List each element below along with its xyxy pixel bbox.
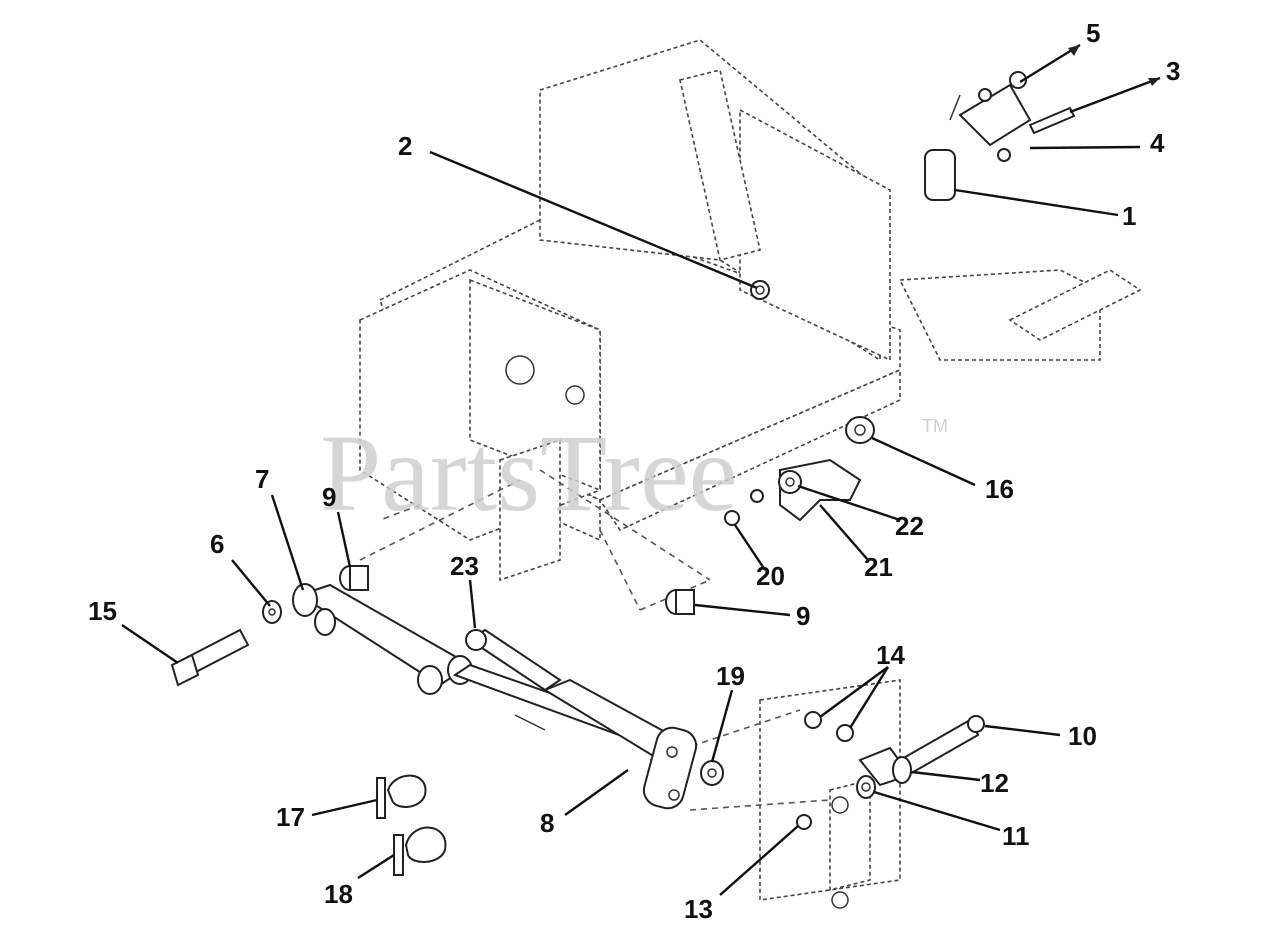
leader-18	[357, 853, 395, 880]
leader-10	[984, 724, 1061, 737]
screws-3-4-5	[997, 71, 1076, 162]
watermark-trademark: TM	[922, 416, 948, 436]
leader-20	[734, 524, 766, 571]
grease-fitting-23	[465, 628, 562, 692]
callout-22: 22	[895, 511, 924, 541]
hose-clamp-18	[393, 826, 447, 876]
callout-10: 10	[1068, 721, 1097, 751]
callout-9-upper: 9	[322, 482, 336, 512]
callout-2: 2	[398, 131, 412, 161]
callout-numbers: 1 2 3 4 5 6 7 8 9 9 10 11 12 13 14 15 16…	[88, 18, 1180, 924]
bushing-9-lower	[665, 589, 695, 615]
leader-1	[954, 188, 1119, 217]
callout-3: 3	[1166, 56, 1180, 86]
lock-washer-20	[724, 489, 764, 526]
callout-23: 23	[450, 551, 479, 581]
leader-12	[911, 770, 981, 782]
leader-9b	[694, 603, 791, 617]
hose-clamp-17	[376, 774, 427, 819]
leader-7	[270, 494, 305, 591]
callout-14: 14	[876, 640, 905, 670]
callout-17: 17	[276, 802, 305, 832]
callout-7: 7	[255, 464, 269, 494]
leader-4	[1029, 145, 1141, 150]
callout-12: 12	[980, 768, 1009, 798]
leader-2	[429, 150, 758, 290]
lock-nuts-14	[804, 711, 854, 742]
leader-13	[719, 825, 799, 896]
callout-1: 1	[1122, 201, 1136, 231]
leader-3	[1069, 76, 1161, 114]
callout-21: 21	[864, 552, 893, 582]
roller-16	[845, 416, 875, 444]
rod-end-nut-19	[700, 760, 724, 786]
callout-13: 13	[684, 894, 713, 924]
cylinder-rod	[452, 663, 698, 810]
washer-6	[262, 600, 282, 624]
callout-19: 19	[716, 661, 745, 691]
callout-9-lower: 9	[796, 601, 810, 631]
leader-11	[873, 790, 1001, 832]
callout-20: 20	[756, 561, 785, 591]
bushing-9-upper	[339, 565, 369, 591]
frame-assembly	[359, 39, 1142, 909]
leader-16	[871, 436, 976, 487]
flat-washer-11	[856, 775, 876, 799]
callout-5: 5	[1086, 18, 1100, 48]
bracket-arm-21	[778, 458, 862, 522]
callout-6: 6	[210, 529, 224, 559]
leader-6	[231, 559, 271, 607]
leader-22	[797, 484, 901, 522]
nut-13	[796, 814, 812, 830]
callout-15: 15	[88, 596, 117, 626]
leader-19	[710, 689, 734, 763]
lock-nut-2	[750, 280, 770, 300]
hydraulic-cylinder	[292, 583, 473, 695]
spacer-12	[858, 746, 912, 787]
leader-8	[564, 769, 629, 816]
bolt-15	[170, 628, 250, 687]
leader-15	[121, 624, 179, 664]
watermark-text: PartsTree	[320, 412, 738, 534]
leader-23	[468, 579, 477, 629]
leader-14b	[848, 666, 890, 729]
callout-8: 8	[540, 808, 554, 838]
callout-16: 16	[985, 474, 1014, 504]
leader-lines	[121, 43, 1161, 896]
callout-18: 18	[324, 879, 353, 909]
leader-17	[311, 798, 378, 817]
switch-assembly	[924, 83, 1032, 201]
callout-4: 4	[1150, 128, 1165, 158]
leader-9a	[336, 511, 352, 568]
bolt-10	[898, 715, 985, 777]
callout-11: 11	[1002, 821, 1030, 851]
leader-5	[1019, 43, 1081, 84]
watermark: PartsTree TM	[320, 412, 948, 534]
leader-14a	[819, 666, 889, 718]
leader-21	[819, 504, 869, 561]
